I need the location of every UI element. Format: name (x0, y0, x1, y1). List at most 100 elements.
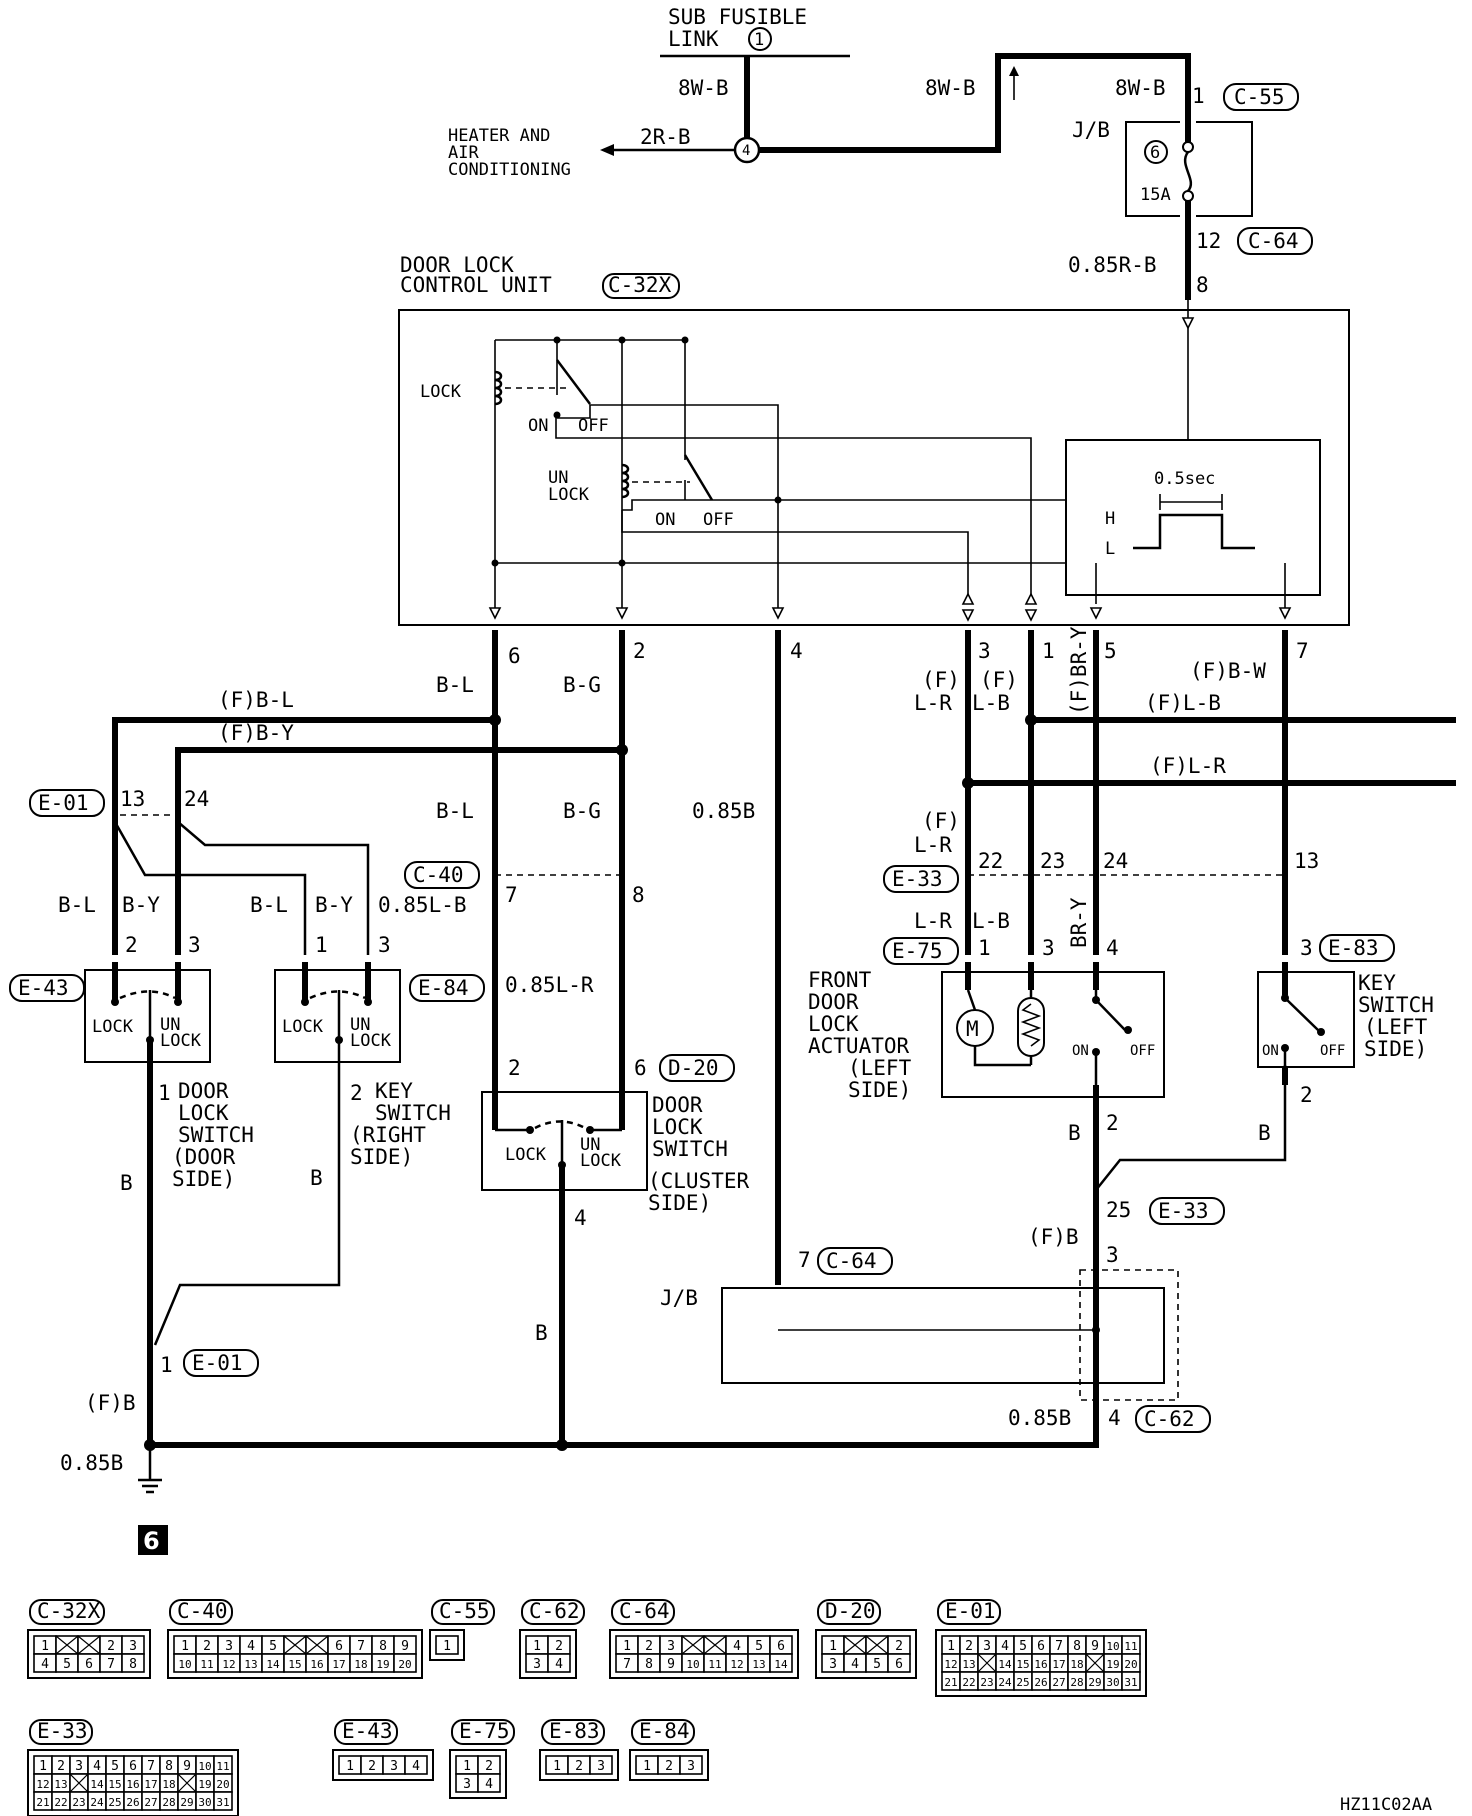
legend-pin-cell (769, 1653, 793, 1673)
legend-pin-number: 9 (1091, 1639, 1099, 1654)
c64-pin-12: 12 (1196, 229, 1221, 253)
current-flow-arrow-icon (1009, 66, 1019, 76)
wire-bg-label: B-G (563, 673, 601, 697)
tag-c40: C-40 (404, 861, 480, 889)
actuator-off-text: OFF (1130, 1043, 1155, 1059)
c55-connector-tag: C-55 (1223, 83, 1299, 111)
legend-connector-name: E-33 (37, 1719, 88, 1743)
pin-e75-1: 1 (978, 936, 991, 960)
fuse-icon (1183, 151, 1193, 192)
wire-lr2-label: L-R (914, 833, 952, 857)
legend-unused-pin-mark (703, 1635, 727, 1655)
wire-by4-label: B-Y (315, 893, 353, 917)
legend-pin-number: 3 (225, 1639, 233, 1654)
wire-fby-label: (F)B-Y (218, 721, 294, 745)
legend-pin-number: 1 (346, 1759, 354, 1774)
legend-pin-number: 6 (777, 1639, 785, 1654)
dls-door-title-4: (DOOR (172, 1145, 236, 1169)
svg-text:E-33: E-33 (1158, 1199, 1209, 1223)
svg-text:E-83: E-83 (1328, 936, 1379, 960)
legend-pin-number: 12 (36, 1778, 49, 1791)
power-supply-section: SUB FUSIBLE LINK 1 8W-B 4 2R-B HEATER AN… (448, 5, 1313, 300)
ground-icon (138, 1478, 162, 1494)
pin-numbers: 13 24 7 8 22 23 24 13 1 3 4 3 2 2 3 1 3 … (120, 787, 1319, 1430)
ks-left-title-2: SWITCH (1358, 993, 1434, 1017)
wire-flb-label: (F)L-B (1145, 691, 1221, 715)
legend-pin-number: 18 (1070, 1658, 1083, 1671)
legend-pin-number: 15 (288, 1658, 301, 1671)
pin-e75-3: 3 (1042, 936, 1055, 960)
actuator-title-5: (LEFT (848, 1056, 912, 1080)
legend-pin-number: 2 (575, 1759, 583, 1774)
unit-pin-7: 7 (1296, 639, 1309, 663)
legend-pin-number: 2 (485, 1759, 493, 1774)
legend-pin-number: 23 (72, 1796, 85, 1809)
legend-connector-name: E-01 (945, 1599, 996, 1623)
legend-pin-number: 8 (129, 1657, 137, 1672)
legend-pin-number: 4 (733, 1639, 741, 1654)
pin-e83-3: 3 (1300, 936, 1313, 960)
pin-e84-3: 3 (378, 933, 391, 957)
legend-pin-number: 10 (1106, 1640, 1119, 1653)
unit-pin-5: 5 (1104, 639, 1117, 663)
wire-fb1-label: (F)B (1028, 1225, 1079, 1249)
legend-connector-c-55: C-551 (429, 1599, 495, 1661)
legend-pin-number: 20 (1124, 1658, 1137, 1671)
legend-pin-number: 2 (965, 1639, 973, 1654)
wire-by3-label: B-Y (122, 893, 160, 917)
legend-pin-number: 2 (57, 1759, 65, 1774)
wire-bry2-label: BR-Y (1067, 897, 1091, 948)
legend-pin-number: 22 (962, 1676, 975, 1689)
legend-pin-number: 8 (645, 1657, 653, 1672)
legend-pin-number: 14 (774, 1658, 788, 1671)
pin-c40-8: 8 (632, 883, 645, 907)
legend-pin-number: 26 (1034, 1676, 1047, 1689)
legend-pin-cell (213, 1791, 233, 1811)
timer-duration: 0.5sec (1154, 469, 1215, 489)
legend-pin-number: 30 (1106, 1676, 1119, 1689)
wire-fbw-label: (F)B-W (1190, 659, 1266, 683)
lock-relay-label: LOCK (420, 382, 462, 402)
hvac-label-2: AIR (448, 143, 479, 163)
legend-pin-number: 5 (269, 1639, 277, 1654)
wire-f1-label: (F) (922, 668, 960, 692)
timer-high-label: H (1105, 509, 1115, 529)
hvac-label-3: CONDITIONING (448, 160, 571, 180)
key-switch-left-side: ON OFF KEY SWITCH (LEFT SIDE) (1257, 962, 1434, 1085)
legend-pin-number: 12 (944, 1658, 957, 1671)
svg-text:E-84: E-84 (418, 976, 469, 1000)
junction-block-lower: J/B (660, 1269, 1179, 1401)
unit-title-2: CONTROL UNIT (400, 273, 552, 297)
connector-tags: E-01 C-40 E-33 E-75 E-83 E-43 E-84 D-20 … (9, 789, 1395, 1433)
ground-point-badge (138, 1525, 168, 1555)
legend-pin-number: 10 (178, 1658, 191, 1671)
pin-d20-2: 2 (508, 1056, 521, 1080)
unlock-relay-off: OFF (703, 510, 734, 530)
c55-pin-1: 1 (1192, 84, 1205, 108)
tag-e75: E-75 (883, 937, 959, 965)
legend-pin-number: 28 (1070, 1676, 1083, 1689)
legend-pin-number: 3 (390, 1759, 398, 1774)
fusible-link-title-2: LINK (668, 27, 719, 51)
lock-relay-off: OFF (578, 416, 609, 436)
key-switch-right-side: LOCK UN LOCK KEY SWITCH (RIGHT SIDE) (274, 962, 451, 1169)
legend-unused-pin-mark (55, 1635, 79, 1655)
unit-pin-8: 8 (1196, 273, 1209, 297)
legend-pin-number: 1 (643, 1759, 651, 1774)
harness-wires: 6 (112, 630, 1456, 1555)
wire-8wb-label-a: 8W-B (678, 76, 729, 100)
dls-door-lock-text: LOCK (92, 1017, 134, 1037)
pin-d20-4: 4 (574, 1206, 587, 1230)
legend-connector-name: C-40 (177, 1599, 228, 1623)
tag-e43: E-43 (9, 974, 85, 1002)
pin-e33-25: 25 (1106, 1198, 1131, 1222)
legend-pin-number: 7 (1055, 1639, 1063, 1654)
wire-b2-label: B (310, 1166, 323, 1190)
wire-b1-label: B (120, 1171, 133, 1195)
pin-e33-22: 22 (978, 849, 1003, 873)
legend-pin-cell (435, 1635, 459, 1655)
